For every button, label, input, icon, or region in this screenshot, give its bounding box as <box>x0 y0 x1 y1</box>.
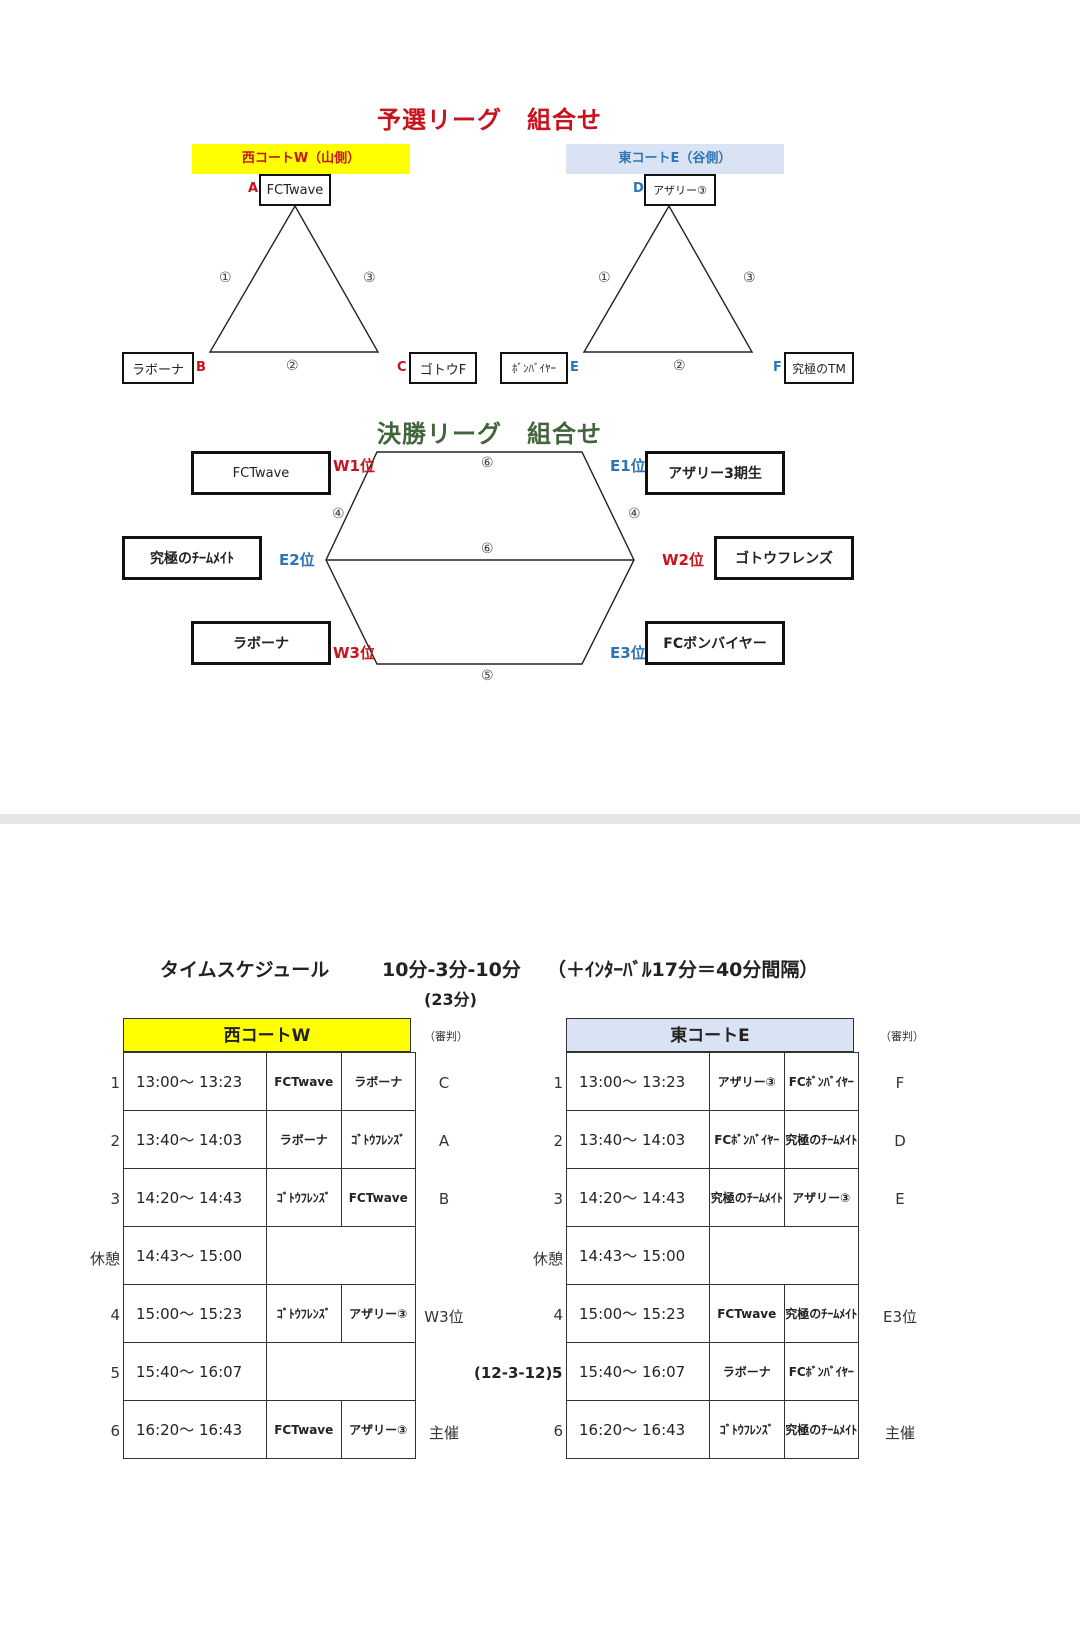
final-e1-label: E1位 <box>610 457 646 475</box>
west-row-no: 2 <box>110 1132 120 1150</box>
schedule-interval: （＋ｲﾝﾀｰﾊﾞﾙ17分＝40分間隔） <box>547 959 819 981</box>
schedule-format: 10分-3分-10分 <box>382 959 521 981</box>
east-match-2: ② <box>673 358 686 374</box>
schedule-title: タイムスケジュール <box>160 959 330 981</box>
west-ref: C <box>438 1074 450 1092</box>
page-separator <box>0 814 1080 824</box>
final-match-5: ⑤ <box>481 668 494 684</box>
prelim-title: 予選リーグ 組合せ <box>377 106 602 134</box>
final-w3-team: ラボーナ <box>191 621 331 665</box>
east-team-E: ﾎﾞﾝﾊﾞｲﾔｰ <box>500 352 568 384</box>
east-row-no: 5 <box>552 1364 563 1382</box>
prelim-triangles <box>208 204 754 665</box>
east-row-no: 6 <box>553 1422 563 1440</box>
east-ref: E3位 <box>882 1308 918 1326</box>
west-ref: W3位 <box>424 1308 464 1326</box>
east-row5-note: (12-3-12) <box>474 1364 553 1382</box>
table-row: 14:43～ 15:00 <box>123 1226 416 1285</box>
west-court-label: 西コートW（山側） <box>192 144 410 174</box>
final-match-4-right: ④ <box>628 506 641 522</box>
east-D-letter: D <box>633 181 644 196</box>
west-row-no: 5 <box>110 1364 120 1382</box>
west-team-C: ゴトウF <box>409 352 477 384</box>
final-e2-team: 究極のﾁｰﾑﾒｲﾄ <box>122 536 262 580</box>
final-w3-label: W3位 <box>333 644 375 662</box>
east-row-no: 休憩 <box>532 1250 563 1268</box>
east-E-letter: E <box>570 360 579 375</box>
final-e3-team: FCボンバイヤー <box>645 621 785 665</box>
west-row-no: 1 <box>110 1074 120 1092</box>
east-row-no: 1 <box>553 1074 563 1092</box>
east-triangle <box>582 204 754 353</box>
west-match-1: ① <box>219 270 232 286</box>
west-ref: 主催 <box>428 1424 459 1442</box>
east-match-3: ③ <box>743 270 756 286</box>
east-ref: F <box>895 1074 905 1092</box>
table-row: 15:40～ 16:07 <box>123 1342 416 1401</box>
west-C-letter: C <box>397 360 407 375</box>
west-triangle <box>208 204 380 353</box>
east-row-no: 3 <box>553 1190 563 1208</box>
east-court-label: 東コートE（谷側） <box>566 144 784 174</box>
east-ref-header: （審判） <box>880 1030 924 1043</box>
final-w1-label: W1位 <box>333 457 375 475</box>
final-w2-team: ゴトウフレンズ <box>714 536 854 580</box>
east-ref: D <box>894 1132 906 1150</box>
west-A-letter: A <box>248 181 259 196</box>
east-schedule-header: 東コートE <box>566 1018 854 1052</box>
west-match-3: ③ <box>363 270 376 286</box>
final-title: 決勝リーグ 組合せ <box>377 420 602 448</box>
east-row-no: 2 <box>553 1132 563 1150</box>
east-ref: E <box>895 1190 905 1208</box>
east-team-F: 究極のTM <box>784 352 854 384</box>
west-team-B: ラボーナ <box>122 352 194 384</box>
schedule-sub: (23分) <box>424 990 477 1009</box>
west-row-no: 3 <box>110 1190 120 1208</box>
final-match-4-left: ④ <box>332 506 345 522</box>
table-row: 14:43～ 15:00 <box>566 1226 859 1285</box>
west-B-letter: B <box>196 360 206 375</box>
west-schedule-header: 西コートW <box>123 1018 411 1052</box>
final-e1-team: アザリー3期生 <box>645 451 785 495</box>
west-row-no: 6 <box>110 1422 120 1440</box>
west-ref: A <box>438 1132 450 1150</box>
final-e3-label: E3位 <box>610 644 646 662</box>
east-ref: 主催 <box>884 1424 915 1442</box>
final-w2-label: W2位 <box>662 551 704 569</box>
east-team-D: アザリー③ <box>644 174 716 206</box>
west-ref: B <box>438 1190 450 1208</box>
east-row-no: 4 <box>553 1306 563 1324</box>
west-row-no: 4 <box>110 1306 120 1324</box>
final-hexagon <box>325 451 635 665</box>
west-match-2: ② <box>286 358 299 374</box>
west-ref-header: （審判） <box>424 1030 468 1043</box>
west-row-no: 休憩 <box>89 1250 120 1268</box>
west-team-A: FCTwave <box>259 174 331 206</box>
east-match-1: ① <box>598 270 611 286</box>
final-match-6-mid: ⑥ <box>481 541 494 557</box>
final-match-6-top: ⑥ <box>481 455 494 471</box>
final-e2-label: E2位 <box>279 551 315 569</box>
east-F-letter: F <box>773 360 782 375</box>
final-w1-team: FCTwave <box>191 451 331 495</box>
